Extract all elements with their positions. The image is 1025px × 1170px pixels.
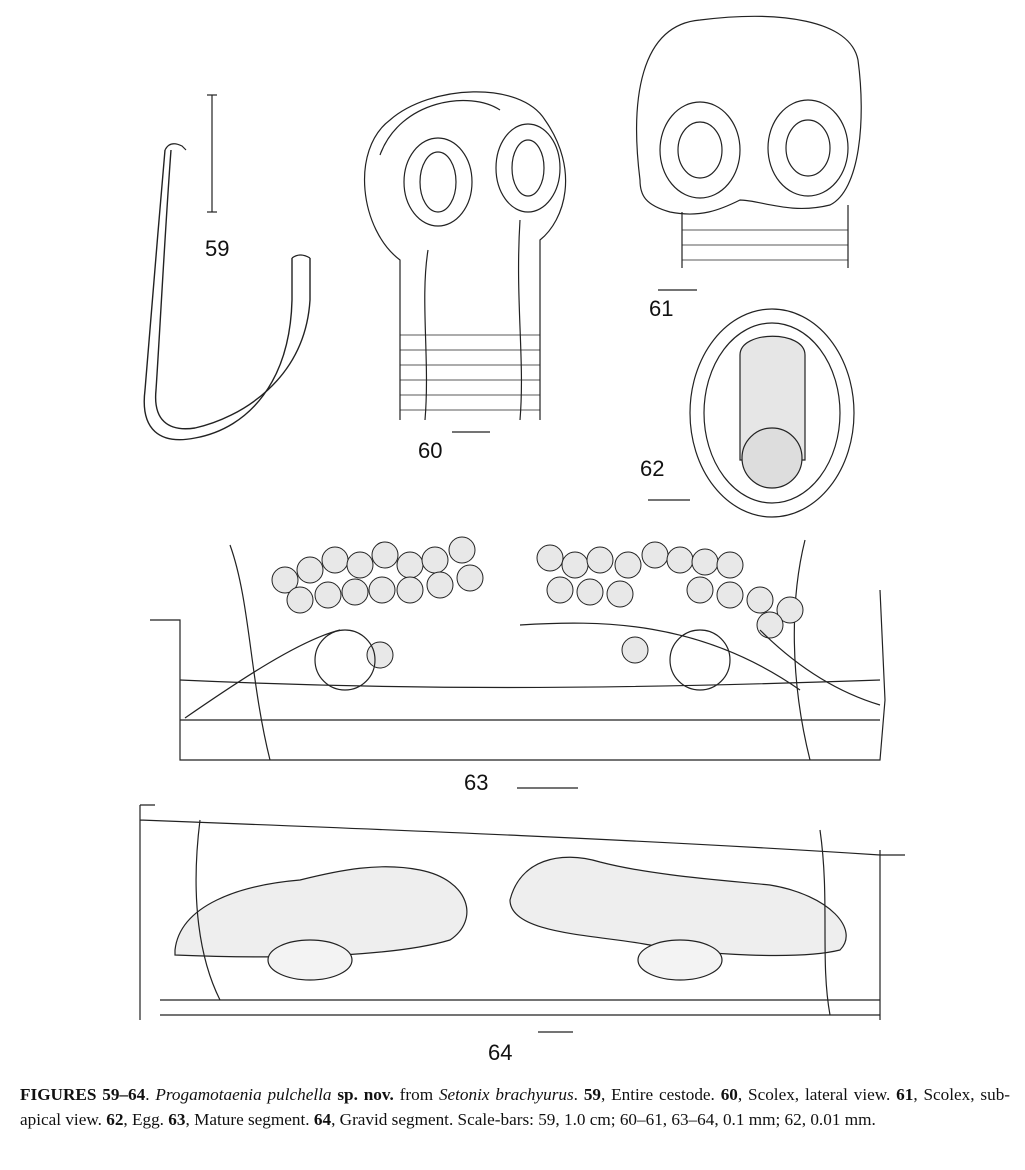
caption-segment: 63 [168,1110,186,1129]
caption-segment: , Scolex, sub-apical view. [20,1085,1011,1129]
figure-label-60: 60 [418,438,443,463]
caption-segment: , Gravid segment. Scale-bars: 59, 1.0 cm… [331,1110,876,1129]
figure-label-61: 61 [649,296,674,321]
figure-64-gravid-segment-drawing [139,804,905,1033]
figure-label-59: 59 [205,236,230,261]
illustration-plate [139,15,905,1033]
caption-segment: from [393,1085,439,1104]
figure-label-64: 64 [488,1040,513,1065]
caption-segment: , Mature segment. [185,1110,314,1129]
caption-segment: Setonix brachyurus [438,1085,574,1104]
caption-segment: , Egg. [123,1110,169,1129]
figure-60-scolex-lateral-drawing [363,91,567,433]
caption-segment: FIGURES 59–64 [20,1085,146,1104]
figure-label-63: 63 [464,770,489,795]
caption-segment: 64 [313,1110,332,1129]
figure-62-egg-drawing [648,308,855,518]
caption-segment: . [145,1085,156,1104]
figure-label-62: 62 [640,456,665,481]
caption-segment: 61 [896,1085,914,1104]
caption-segment: , Entire cestode. [601,1085,721,1104]
figure-63-mature-segment-drawing [150,536,886,789]
caption-segment: , Scolex, lateral view. [737,1085,897,1104]
figure-59-cestode-drawing [143,94,311,441]
caption-segment: 59 [583,1085,602,1104]
figure-caption: FIGURES 59–64. Progamotaenia pulchella s… [20,1082,1010,1132]
caption-segment: 60 [720,1085,738,1104]
figure-61-scolex-subapical-drawing [636,15,862,291]
caption-segment: . [573,1085,584,1104]
caption-segment: sp. nov. [337,1085,394,1104]
caption-segment: Progamotaenia pulchella [155,1085,332,1104]
caption-segment: 62 [106,1110,124,1129]
